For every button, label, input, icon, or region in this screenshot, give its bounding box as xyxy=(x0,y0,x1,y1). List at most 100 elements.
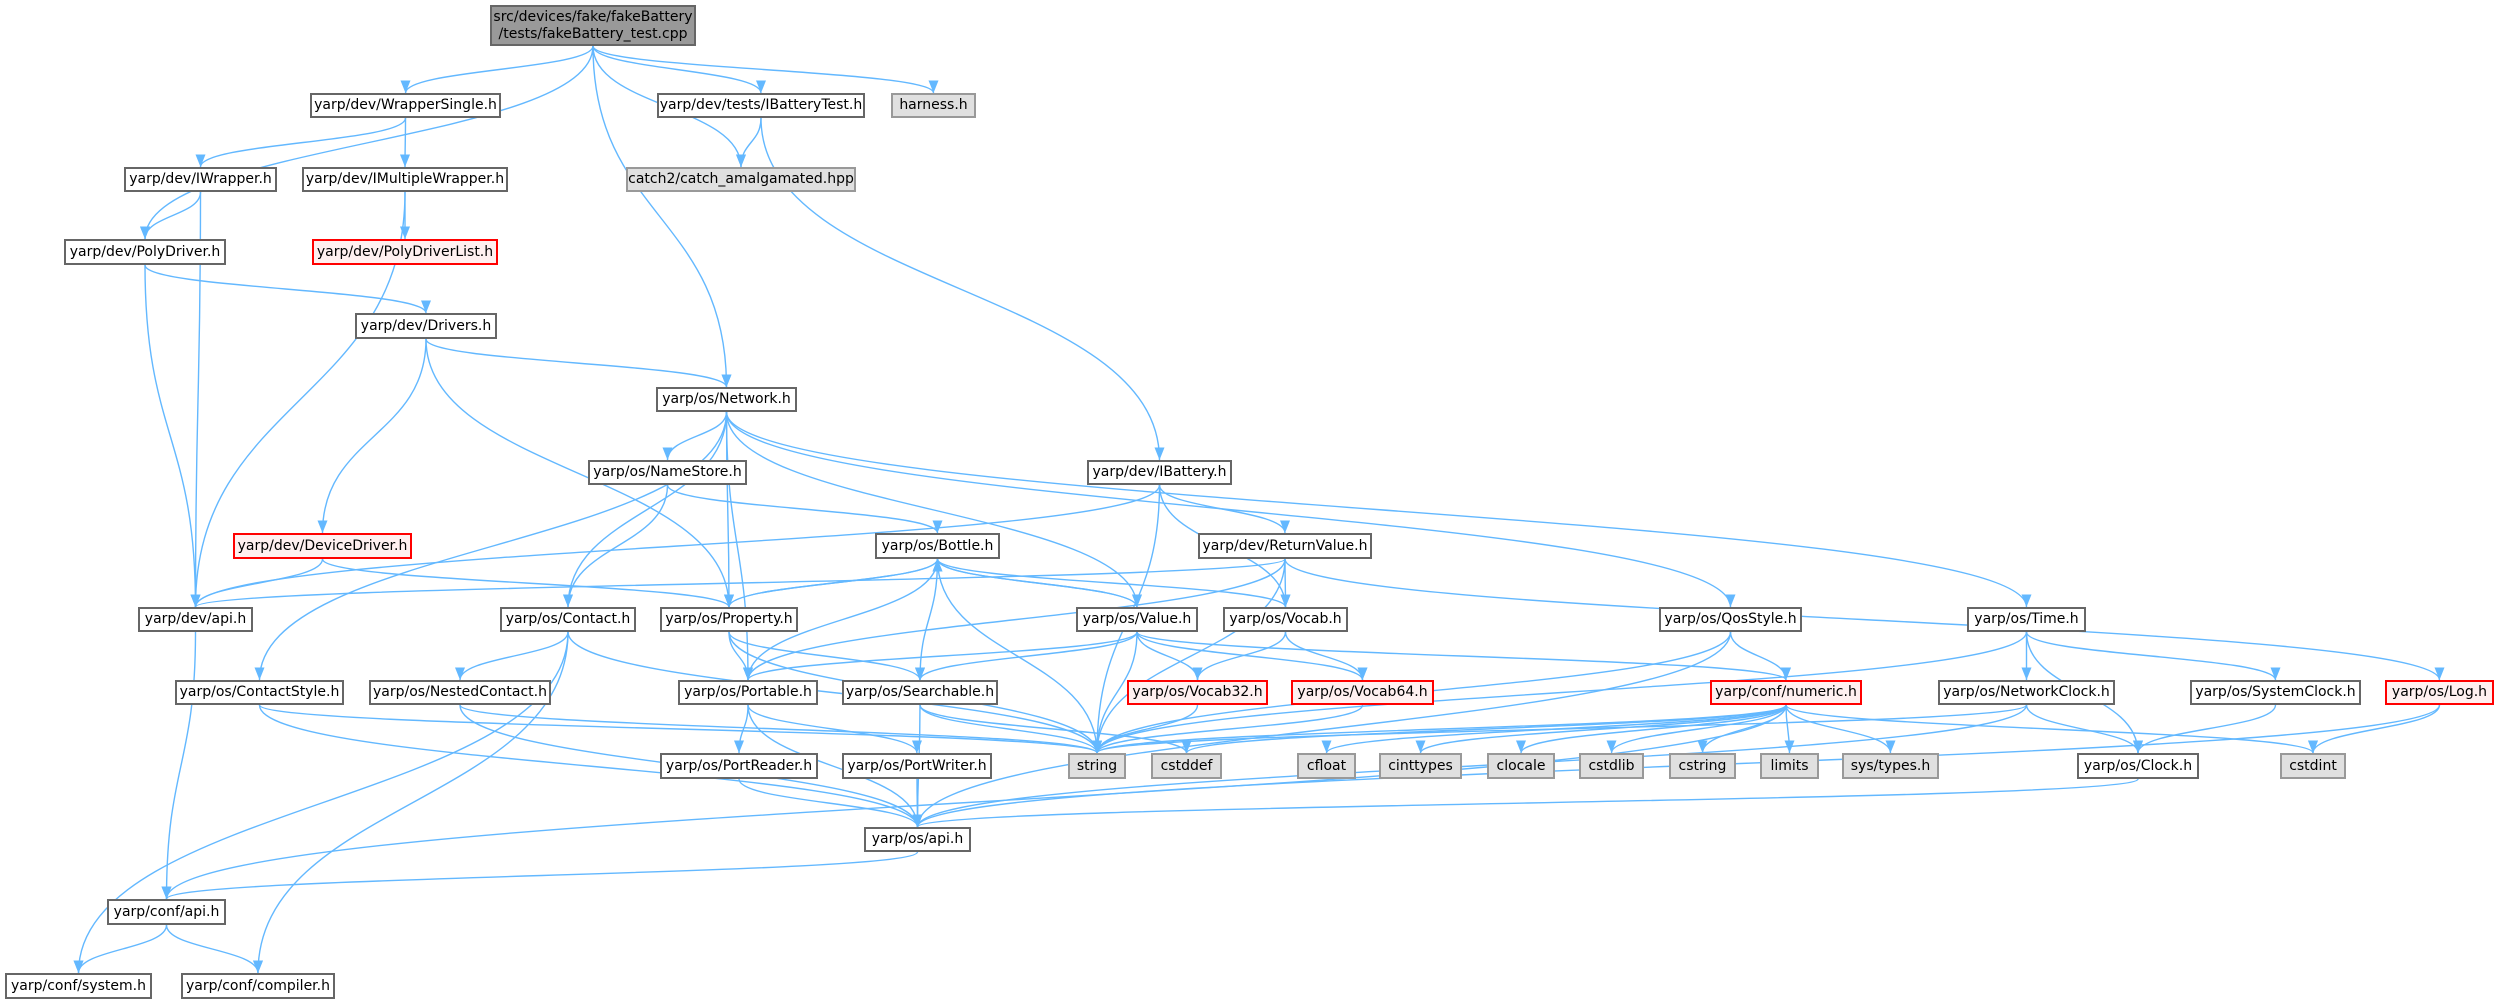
node-clocale[interactable]: clocale xyxy=(1487,753,1555,779)
node-network[interactable]: yarp/os/Network.h xyxy=(656,387,797,412)
edge-property-to-searchable xyxy=(728,631,925,681)
node-cstdlib[interactable]: cstdlib xyxy=(1579,753,1644,779)
node-confapi[interactable]: yarp/conf/api.h xyxy=(107,899,226,925)
node-namestore[interactable]: yarp/os/NameStore.h xyxy=(588,460,747,485)
edge-numeric-to-systypes xyxy=(1785,704,1896,754)
node-osapi[interactable]: yarp/os/api.h xyxy=(864,827,971,852)
edge-networkclock-to-string xyxy=(1092,704,2028,754)
node-networkclock[interactable]: yarp/os/NetworkClock.h xyxy=(1938,680,2115,705)
node-cstdint[interactable]: cstdint xyxy=(2280,753,2346,779)
node-cfloat[interactable]: cfloat xyxy=(1297,753,1356,779)
edge-qosstyle-to-osapi xyxy=(912,631,1732,828)
edge-root-to-wrapsingle xyxy=(400,45,594,94)
edge-namestore-to-bottle xyxy=(666,484,943,534)
node-log[interactable]: yarp/os/Log.h xyxy=(2385,680,2494,705)
node-clock[interactable]: yarp/os/Clock.h xyxy=(2077,753,2199,779)
node-numeric[interactable]: yarp/conf/numeric.h xyxy=(1710,680,1862,705)
edge-devicedriver-to-devapi xyxy=(190,558,324,608)
edge-value-to-bottle xyxy=(932,558,1138,608)
node-contactstyle[interactable]: yarp/os/ContactStyle.h xyxy=(175,680,344,705)
node-catch2[interactable]: catch2/catch_amalgamated.hpp xyxy=(626,167,856,192)
edge-imultwrap-to-devapi xyxy=(190,191,406,608)
node-vocab64[interactable]: yarp/os/Vocab64.h xyxy=(1291,680,1434,705)
node-qosstyle[interactable]: yarp/os/QosStyle.h xyxy=(1659,607,1802,632)
edge-value-to-vocab64 xyxy=(1136,631,1368,681)
node-vocab32[interactable]: yarp/os/Vocab32.h xyxy=(1127,680,1268,705)
edge-searchable-to-string xyxy=(919,704,1102,754)
node-devapi[interactable]: yarp/dev/api.h xyxy=(138,607,253,632)
node-harness[interactable]: harness.h xyxy=(891,93,976,118)
edge-time-to-systemclock xyxy=(2025,631,2281,681)
node-polydriver[interactable]: yarp/dev/PolyDriver.h xyxy=(64,239,226,265)
node-systemclock[interactable]: yarp/os/SystemClock.h xyxy=(2190,680,2361,705)
node-devicedriver[interactable]: yarp/dev/DeviceDriver.h xyxy=(233,533,412,559)
edge-network-to-contact xyxy=(562,411,728,608)
edge-log-to-cstdint xyxy=(2308,704,2441,754)
node-system[interactable]: yarp/conf/system.h xyxy=(5,973,152,999)
node-iwrapper[interactable]: yarp/dev/IWrapper.h xyxy=(124,167,277,192)
node-wrapsingle[interactable]: yarp/dev/WrapperSingle.h xyxy=(310,93,501,118)
edge-searchable-to-cstddef xyxy=(919,704,1192,754)
edge-bottle-to-string xyxy=(936,558,1103,754)
node-cinttypes[interactable]: cinttypes xyxy=(1379,753,1462,779)
node-searchable[interactable]: yarp/os/Searchable.h xyxy=(842,680,998,705)
node-ibattery[interactable]: yarp/dev/IBattery.h xyxy=(1087,460,1232,485)
edge-numeric-to-cstddef xyxy=(1181,704,1787,754)
edge-network-to-value xyxy=(725,411,1142,608)
edge-value-to-portable xyxy=(743,631,1138,681)
edge-contactstyle-to-osapi xyxy=(258,704,923,828)
edge-value-to-numeric xyxy=(1136,631,1791,681)
edge-contact-to-compiler xyxy=(252,631,569,974)
edge-polydriver-to-drivers xyxy=(144,264,431,314)
edge-clock-to-osapi xyxy=(913,778,2139,828)
edge-wrapsingle-to-imultwrap xyxy=(399,117,411,168)
edge-contact-to-string xyxy=(567,631,1102,754)
edge-vocab-to-vocab64 xyxy=(1284,631,1368,681)
edge-network-to-portable xyxy=(725,411,754,681)
node-portable[interactable]: yarp/os/Portable.h xyxy=(678,680,818,705)
edge-ibattest-to-catch2 xyxy=(735,117,762,168)
edge-devapi-to-confapi xyxy=(161,631,197,900)
node-drivers[interactable]: yarp/dev/Drivers.h xyxy=(355,313,497,339)
node-contact[interactable]: yarp/os/Contact.h xyxy=(500,607,636,632)
node-compiler[interactable]: yarp/conf/compiler.h xyxy=(181,973,335,999)
edge-wrapsingle-to-iwrapper xyxy=(195,117,407,168)
edge-bottle-to-vocab xyxy=(936,558,1291,608)
edge-returnvalue-to-log xyxy=(1284,558,2445,681)
node-cstring[interactable]: cstring xyxy=(1669,753,1736,779)
node-value[interactable]: yarp/os/Value.h xyxy=(1076,607,1198,632)
edge-returnvalue-to-devapi xyxy=(191,558,1286,608)
node-vocab[interactable]: yarp/os/Vocab.h xyxy=(1223,607,1348,632)
node-property[interactable]: yarp/os/Property.h xyxy=(660,607,798,632)
edge-portwriter-to-osapi xyxy=(912,778,923,828)
edge-polydriver-to-devapi xyxy=(144,264,201,608)
edge-contact-to-nestedcontact xyxy=(455,631,569,681)
edge-bottle-to-portable xyxy=(742,558,939,681)
node-returnvalue[interactable]: yarp/dev/ReturnValue.h xyxy=(1198,533,1372,559)
node-root[interactable]: src/devices/fake/fakeBattery /tests/fake… xyxy=(490,5,696,46)
edge-vocab-to-vocab32 xyxy=(1192,631,1287,681)
edge-numeric-to-string xyxy=(1092,704,1787,754)
edge-root-to-harness xyxy=(592,45,939,94)
node-systypes[interactable]: sys/types.h xyxy=(1842,753,1939,779)
edge-contactstyle-to-string xyxy=(258,704,1102,754)
edge-qosstyle-to-numeric xyxy=(1729,631,1792,681)
node-portreader[interactable]: yarp/os/PortReader.h xyxy=(660,753,818,779)
node-ibattest[interactable]: yarp/dev/tests/IBatteryTest.h xyxy=(657,93,865,118)
node-polydriverlist[interactable]: yarp/dev/PolyDriverList.h xyxy=(312,239,498,265)
node-bottle[interactable]: yarp/os/Bottle.h xyxy=(875,533,1000,559)
edge-numeric-to-cstdint xyxy=(1785,704,2318,754)
node-time[interactable]: yarp/os/Time.h xyxy=(1967,607,2086,632)
node-limits[interactable]: limits xyxy=(1760,753,1819,779)
node-nestedcontact[interactable]: yarp/os/NestedContact.h xyxy=(369,680,551,705)
edge-nestedcontact-to-string xyxy=(459,704,1102,754)
edge-iwrapper-to-polydriver xyxy=(139,191,202,240)
node-portwriter[interactable]: yarp/os/PortWriter.h xyxy=(842,753,992,779)
node-cstddef[interactable]: cstddef xyxy=(1151,753,1222,779)
edge-returnvalue-to-portable xyxy=(743,558,1286,681)
edge-value-to-string xyxy=(1091,631,1138,754)
node-imultwrap[interactable]: yarp/dev/IMultipleWrapper.h xyxy=(302,167,508,192)
node-string[interactable]: string xyxy=(1068,753,1126,779)
